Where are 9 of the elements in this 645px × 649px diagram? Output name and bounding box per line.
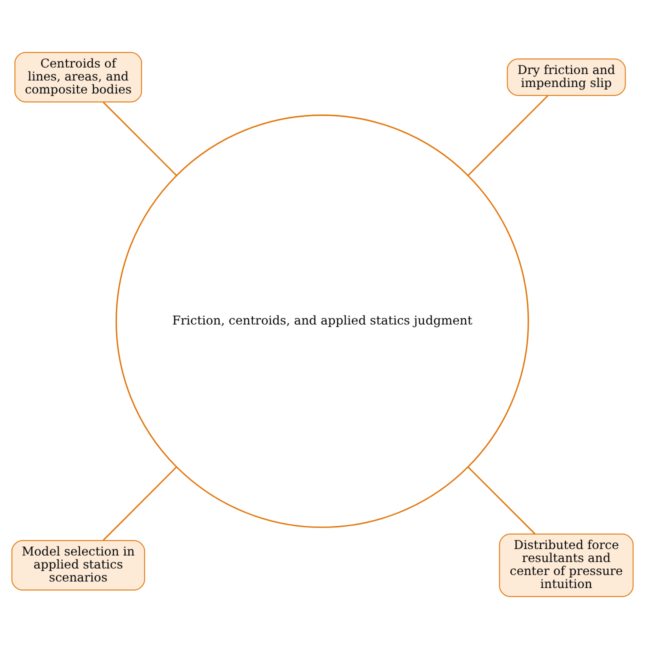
node-box: Centroids of lines, areas, and composite bodies xyxy=(14,52,142,102)
connector xyxy=(102,466,177,541)
node-box: Distributed force resultants and center of pressure intuition xyxy=(499,534,634,597)
node-box: Model selection in applied statics scenarios xyxy=(11,540,146,590)
node-circle: Friction, centroids, and applied statics judgment xyxy=(116,114,529,528)
connector xyxy=(102,102,177,176)
connector xyxy=(468,95,548,176)
node-box: Dry friction and impending slip xyxy=(506,58,626,96)
connector xyxy=(468,466,536,534)
